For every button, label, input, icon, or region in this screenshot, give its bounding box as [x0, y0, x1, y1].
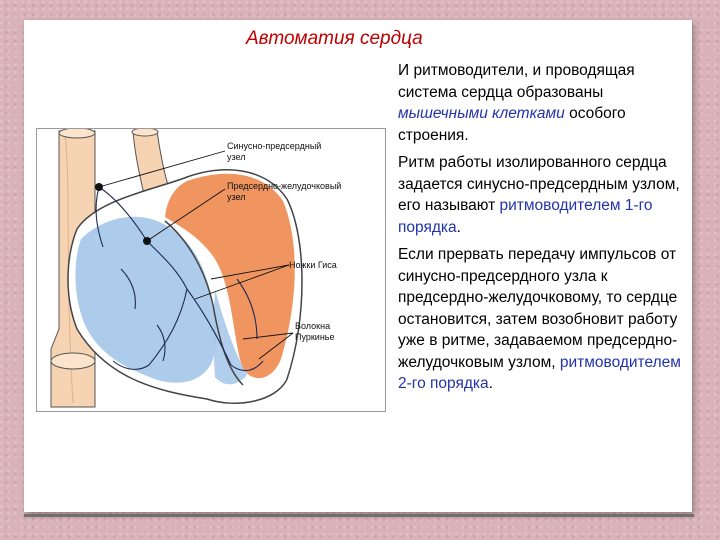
- label-purkinje: Волокна Пуркинье: [295, 321, 335, 342]
- slide-title: Автоматия сердца: [246, 28, 423, 49]
- leader-lines: [98, 150, 294, 360]
- highlight-term: ритмоводителем 2-го порядка: [398, 353, 681, 393]
- paragraph-3: Если прервать передачу импульсов от сину…: [398, 244, 688, 395]
- paragraph-1: И ритмоводители, и проводящая система се…: [398, 60, 688, 146]
- text-segment: .: [488, 375, 493, 392]
- slide-shadow-line: [24, 514, 694, 517]
- label-av-node: Предсердно-желудочковый узел: [227, 181, 342, 202]
- text-segment: особого строения.: [398, 105, 626, 144]
- label-sa-node: Синусно-предсердный узел: [227, 141, 322, 162]
- text-segment: Если прервать передачу импульсов от сину…: [398, 246, 678, 371]
- text-segment: Ритм работы изолированного сердца задает…: [398, 154, 680, 214]
- paragraph-2: Ритм работы изолированного сердца задает…: [398, 152, 688, 238]
- right-heart-blue: [75, 216, 217, 383]
- slide-text: И ритмоводители, и проводящая система се…: [398, 60, 688, 401]
- highlight-term: мышечными клетками: [398, 105, 565, 122]
- text-segment: И ритмоводители, и проводящая система се…: [398, 62, 635, 101]
- text-segment: .: [456, 218, 461, 236]
- heart-conduction-figure: Синусно-предсердный узел Предсердно-желу…: [36, 128, 386, 412]
- label-his-bundle: Ножки Гиса: [289, 260, 337, 270]
- heart-illustration: [50, 129, 303, 408]
- conduction-fibers: [95, 186, 264, 372]
- highlight-term: ритмоводителем 1-го порядка: [398, 197, 653, 236]
